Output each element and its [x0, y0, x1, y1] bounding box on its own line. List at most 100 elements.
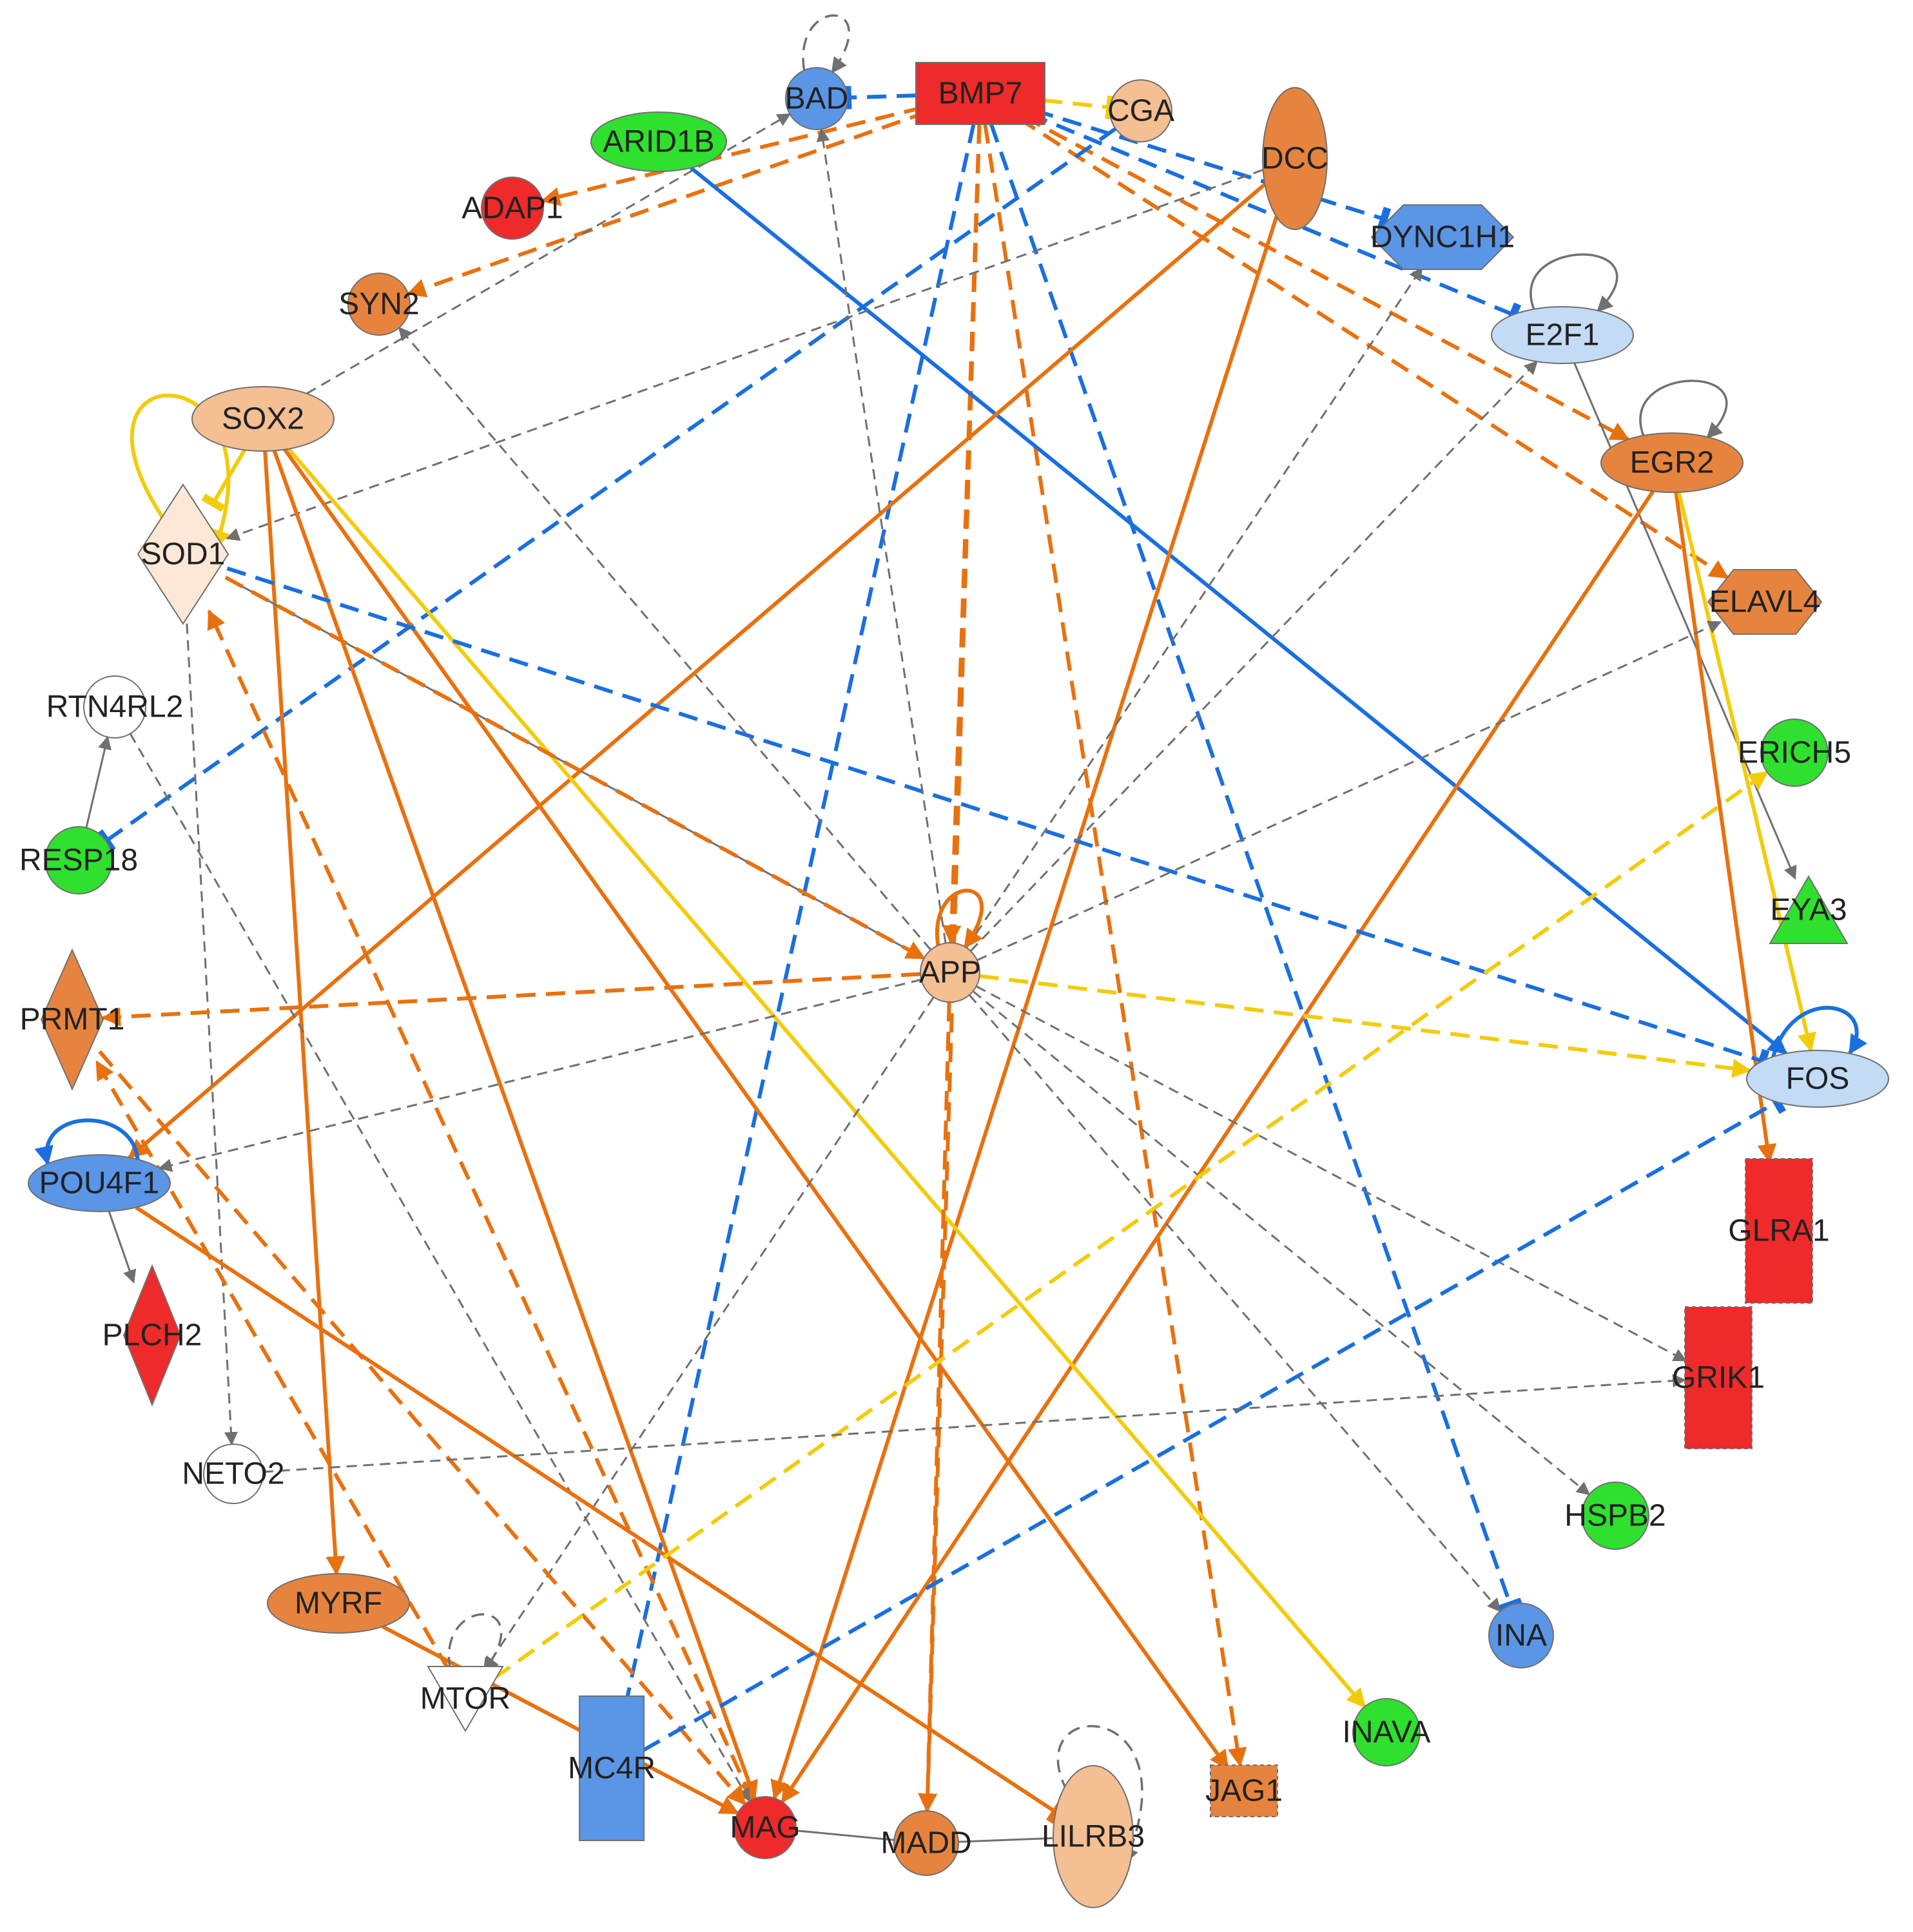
- node-bmp7[interactable]: BMP7: [915, 62, 1045, 125]
- node-shape-eya3: [1769, 874, 1849, 944]
- node-shape-glra1: [1745, 1158, 1813, 1304]
- node-mtor[interactable]: MTOR: [420, 1666, 510, 1732]
- node-label-jag1: JAG1: [1205, 1774, 1283, 1808]
- node-sod1[interactable]: SOD1: [137, 483, 229, 625]
- node-hspb2[interactable]: HSPB2: [1564, 1482, 1666, 1550]
- node-label-mc4r: MC4R: [568, 1752, 655, 1786]
- node-bad[interactable]: BAD: [785, 67, 849, 130]
- node-eya3[interactable]: EYA3: [1769, 874, 1849, 944]
- edge-prmt1-to-mag: [98, 1050, 747, 1806]
- node-label-e2f1: E2F1: [1526, 318, 1600, 353]
- node-shape-jag1: [1210, 1764, 1278, 1817]
- node-shape-app: [920, 942, 980, 1003]
- edge-egr2-to-mag: [781, 490, 1655, 1804]
- edge-dcc-to-sod1: [226, 169, 1264, 541]
- node-rtn4rl2[interactable]: RTN4RL2: [46, 675, 184, 739]
- edge-app-to-mtor: [483, 996, 935, 1672]
- node-label-erich5: ERICH5: [1738, 736, 1851, 770]
- node-resp18[interactable]: RESP18: [19, 826, 138, 894]
- node-label-fos: FOS: [1786, 1062, 1850, 1096]
- node-shape-mc4r: [579, 1695, 645, 1841]
- node-label-bmp7: BMP7: [938, 77, 1023, 111]
- edge-rtn4rl2-to-mag: [129, 733, 751, 1802]
- node-ina[interactable]: INA: [1488, 1603, 1554, 1668]
- edge-resp18-to-rtn4rl2: [85, 735, 112, 828]
- node-pou4f1[interactable]: POU4F1: [28, 1154, 171, 1212]
- node-shape-cga: [1109, 79, 1172, 142]
- node-grik1[interactable]: GRIK1: [1672, 1306, 1765, 1449]
- node-dync1h1[interactable]: DYNC1H1: [1370, 204, 1515, 270]
- node-madd[interactable]: MADD: [880, 1810, 972, 1876]
- node-shape-dync1h1: [1370, 204, 1515, 270]
- node-glra1[interactable]: GLRA1: [1728, 1158, 1830, 1304]
- node-shape-hspb2: [1581, 1482, 1649, 1550]
- node-arid1b[interactable]: ARID1B: [590, 111, 727, 172]
- self-loop-pou4f1: [34, 1118, 140, 1166]
- node-label-sod1: SOD1: [141, 537, 226, 572]
- node-shape-myrf: [267, 1573, 410, 1634]
- edge-bmp7-to-adap1: [540, 105, 924, 206]
- node-cga[interactable]: CGA: [1107, 79, 1174, 142]
- edge-bmp7-to-mc4r: [614, 124, 976, 1710]
- node-dcc[interactable]: DCC: [1261, 87, 1328, 230]
- self-loop-mtor: [447, 1613, 503, 1673]
- edge-arid1b-to-fos: [690, 166, 1788, 1055]
- edge-app-to-bad: [816, 128, 947, 943]
- node-label-egr2: EGR2: [1630, 446, 1714, 480]
- node-erich5[interactable]: ERICH5: [1738, 719, 1851, 787]
- node-lilrb3[interactable]: LILRB3: [1042, 1765, 1145, 1908]
- node-shape-pou4f1: [28, 1154, 171, 1212]
- node-label-app: APP: [919, 956, 981, 990]
- node-label-mtor: MTOR: [420, 1682, 510, 1716]
- edge-myrf-to-mag: [382, 1625, 740, 1815]
- edge-sox2-to-inava: [287, 447, 1366, 1708]
- node-shape-erich5: [1760, 719, 1829, 787]
- edge-mag-to-sod1: [207, 609, 754, 1801]
- edge-egr2-to-fos: [1676, 492, 1816, 1053]
- node-shape-adap1: [481, 177, 544, 240]
- node-shape-mtor: [427, 1666, 504, 1732]
- edge-bmp7-to-egr2: [1022, 115, 1630, 441]
- node-shape-bmp7: [915, 62, 1045, 125]
- self-loop-e2f1: [1529, 253, 1618, 313]
- self-loop-bad: [802, 14, 850, 74]
- edge-sox2-to-bad: [306, 113, 791, 394]
- node-app[interactable]: APP: [919, 942, 981, 1003]
- node-label-resp18: RESP18: [19, 844, 138, 878]
- node-label-elavl4: ELAVL4: [1709, 585, 1821, 619]
- node-shape-inava: [1352, 1698, 1421, 1766]
- edge-app-to-elavl4: [976, 621, 1722, 961]
- node-label-ina: INA: [1495, 1619, 1547, 1653]
- node-shape-ina: [1488, 1603, 1554, 1668]
- node-fos[interactable]: FOS: [1746, 1050, 1889, 1108]
- edge-app-to-madd: [918, 1001, 951, 1813]
- edge-bmp7-to-bad: [843, 86, 917, 110]
- node-shape-fos: [1746, 1050, 1889, 1108]
- node-jag1[interactable]: JAG1: [1205, 1764, 1283, 1817]
- edge-bmp7-to-jag1: [983, 124, 1247, 1768]
- node-plch2[interactable]: PLCH2: [102, 1264, 202, 1407]
- node-myrf[interactable]: MYRF: [267, 1573, 410, 1634]
- node-e2f1[interactable]: E2F1: [1491, 306, 1634, 364]
- node-adap1[interactable]: ADAP1: [461, 177, 563, 240]
- edge-app-to-fos: [979, 974, 1752, 1078]
- node-mag[interactable]: MAG: [730, 1796, 801, 1859]
- node-sox2[interactable]: SOX2: [191, 386, 335, 452]
- node-prmt1[interactable]: PRMT1: [20, 948, 125, 1091]
- node-mc4r[interactable]: MC4R: [568, 1695, 655, 1841]
- edge-pou4f1-to-plch2: [108, 1211, 137, 1284]
- edge-mag-to-madd: [795, 1830, 895, 1841]
- node-label-madd: MADD: [880, 1826, 971, 1860]
- edge-bmp7-to-ina: [989, 123, 1523, 1613]
- node-shape-plch2: [122, 1264, 182, 1407]
- node-shape-mag: [733, 1796, 797, 1859]
- edge-dcc-to-mag: [770, 216, 1279, 1801]
- node-neto2[interactable]: NETO2: [182, 1444, 285, 1504]
- node-egr2[interactable]: EGR2: [1600, 432, 1743, 493]
- edge-mtor-to-erich5: [492, 770, 1769, 1680]
- node-inava[interactable]: INAVA: [1343, 1698, 1431, 1766]
- node-syn2[interactable]: SYN2: [338, 273, 420, 336]
- edge-sod1-to-app: [224, 575, 926, 960]
- node-elavl4[interactable]: ELAVL4: [1707, 569, 1823, 635]
- edge-app-to-prmt1: [101, 972, 921, 1027]
